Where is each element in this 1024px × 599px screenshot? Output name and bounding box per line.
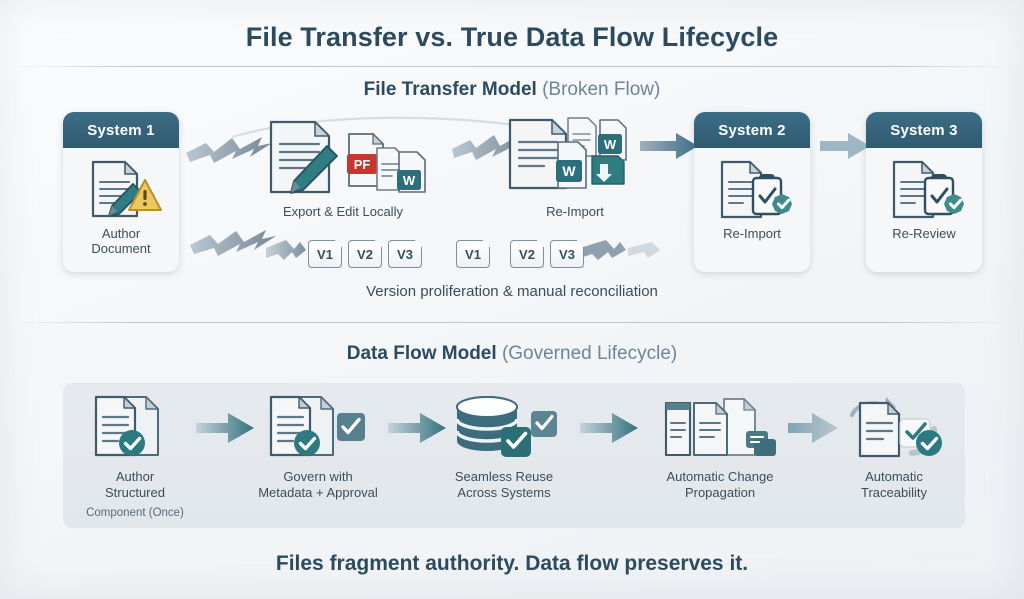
flow-arrow-3 [580, 413, 638, 443]
version-chip-4[interactable]: V1 [456, 240, 490, 268]
flow-step-seamless-reuse[interactable]: Seamless Reuse Across Systems [424, 393, 584, 501]
check-badge-icon [294, 430, 320, 456]
broken-arrow-1 [186, 137, 272, 163]
flow-step-2-caption: Govern with Metadata + Approval [258, 469, 378, 500]
section-heading-file-transfer: File Transfer Model (Broken Flow) [0, 79, 1024, 101]
flow-arrow-4 [788, 413, 838, 443]
system-card-2-label: Re-Import [723, 226, 781, 241]
check-badge-icon [916, 430, 942, 456]
version-chip-2[interactable]: V2 [348, 240, 382, 268]
divider-middle [14, 322, 1010, 323]
system-card-1-header: System 1 [63, 112, 179, 148]
structured-component-check-icon [94, 395, 159, 457]
system-card-2-body: Re-Import [694, 148, 810, 272]
broken-arrow-versions-left [266, 240, 306, 260]
system-card-2[interactable]: System 2 Re-Impor [694, 112, 810, 272]
footer-statement: Files fragment authority. Data flow pres… [275, 552, 749, 575]
broken-arrow-lower-left [190, 230, 276, 256]
broken-arrow-versions-tail [628, 242, 660, 258]
system-card-2-header: System 2 [694, 112, 810, 148]
flow-step-1-caption-sub: Component (Once) [86, 507, 184, 519]
flow-step-5-caption: Automatic Traceability [861, 469, 927, 500]
flow-arrow-to-system2 [640, 133, 698, 159]
step-export-edit-locally[interactable]: PF W Export & Edit Locally [253, 118, 433, 220]
flow-step-automatic-traceability[interactable]: Automatic Traceability [816, 393, 972, 501]
system-card-3-header: System 3 [866, 112, 982, 148]
check-badge-icon [119, 430, 145, 456]
flow-step-1-caption: Author Structured [105, 469, 165, 500]
system-card-3[interactable]: System 3 Re-Revie [866, 112, 982, 272]
check-tile-icon [501, 427, 531, 457]
flow-arrow-2 [388, 413, 446, 443]
section-heading-file-transfer-paren: (Broken Flow) [542, 79, 661, 100]
version-chip-1[interactable]: V1 [308, 240, 342, 268]
reimport-arrow-tile-icon [591, 155, 625, 185]
system-card-3-body: Re-Review [866, 148, 982, 272]
svg-text:PF: PF [354, 157, 371, 172]
warning-triangle-icon [128, 179, 162, 211]
broken-arrow-versions-right [580, 240, 626, 260]
page-title: File Transfer vs. True Data Flow Lifecyc… [245, 22, 779, 52]
step-re-import[interactable]: W W Re-Import [500, 112, 650, 220]
flow-step-govern-with-metadata[interactable]: Govern with Metadata + Approval [232, 393, 404, 501]
version-chip-3[interactable]: V3 [388, 240, 422, 268]
check-badge-icon [772, 194, 792, 214]
section-heading-data-flow-paren: (Governed Lifecycle) [501, 343, 678, 364]
document-clipboard-check-icon [892, 160, 964, 219]
system-card-3-label: Re-Review [892, 226, 956, 241]
pencil-icon [290, 145, 338, 194]
system-card-1-label: Author Document [91, 226, 151, 256]
pdf-file-icon: PF [347, 132, 385, 187]
document-pencil-export-icon: PF W [269, 120, 426, 194]
governed-document-approval-icon [269, 395, 365, 457]
flow-arrow-to-system3 [820, 133, 870, 159]
flow-step-author-structured-component[interactable]: Author Structured Component (Once) [60, 393, 210, 521]
step-re-import-caption: Re-Import [546, 204, 604, 219]
change-propagation-icon [664, 397, 776, 457]
divider-top [14, 66, 1010, 67]
version-chip-5[interactable]: V2 [510, 240, 544, 268]
flow-step-4-caption: Automatic Change Propagation [666, 469, 774, 500]
step-export-edit-locally-caption: Export & Edit Locally [283, 204, 403, 219]
check-badge-icon [944, 194, 964, 214]
word-file-icon-front: W [556, 141, 587, 189]
system-card-1-body: Author Document [63, 148, 179, 272]
document-stack-word-icon: W W [508, 117, 627, 190]
section-heading-file-transfer-strong: File Transfer Model [363, 79, 537, 100]
approval-tile-icon [337, 413, 365, 441]
section-heading-data-flow-strong: Data Flow Model [346, 343, 497, 364]
svg-text:W: W [604, 137, 617, 152]
flow-arrow-layer [196, 413, 838, 443]
check-tile-secondary-icon [531, 411, 557, 437]
system-card-1[interactable]: System 1 [63, 112, 179, 272]
document-clipboard-check-icon [720, 160, 792, 219]
database-reuse-check-icon [455, 396, 557, 457]
flow-step-3-caption: Seamless Reuse Across Systems [454, 469, 554, 500]
sync-tiles-icon [746, 431, 776, 456]
version-arrow-layer [266, 240, 660, 260]
flow-step-automatic-change-propagation[interactable]: Automatic Change Propagation [622, 393, 818, 501]
document-pencil-warning-icon [91, 160, 162, 218]
version-proliferation-caption: Version proliferation & manual reconcili… [366, 283, 658, 300]
svg-text:W: W [562, 163, 576, 179]
flow-arrow-1 [196, 413, 254, 443]
section-heading-data-flow: Data Flow Model (Governed Lifecycle) [0, 343, 1024, 365]
svg-text:W: W [403, 173, 416, 188]
version-chip-6[interactable]: V3 [550, 240, 584, 268]
traceability-loop-check-icon [849, 397, 942, 458]
word-file-icon: W [397, 151, 426, 193]
word-file-icon-back: W [598, 119, 627, 161]
